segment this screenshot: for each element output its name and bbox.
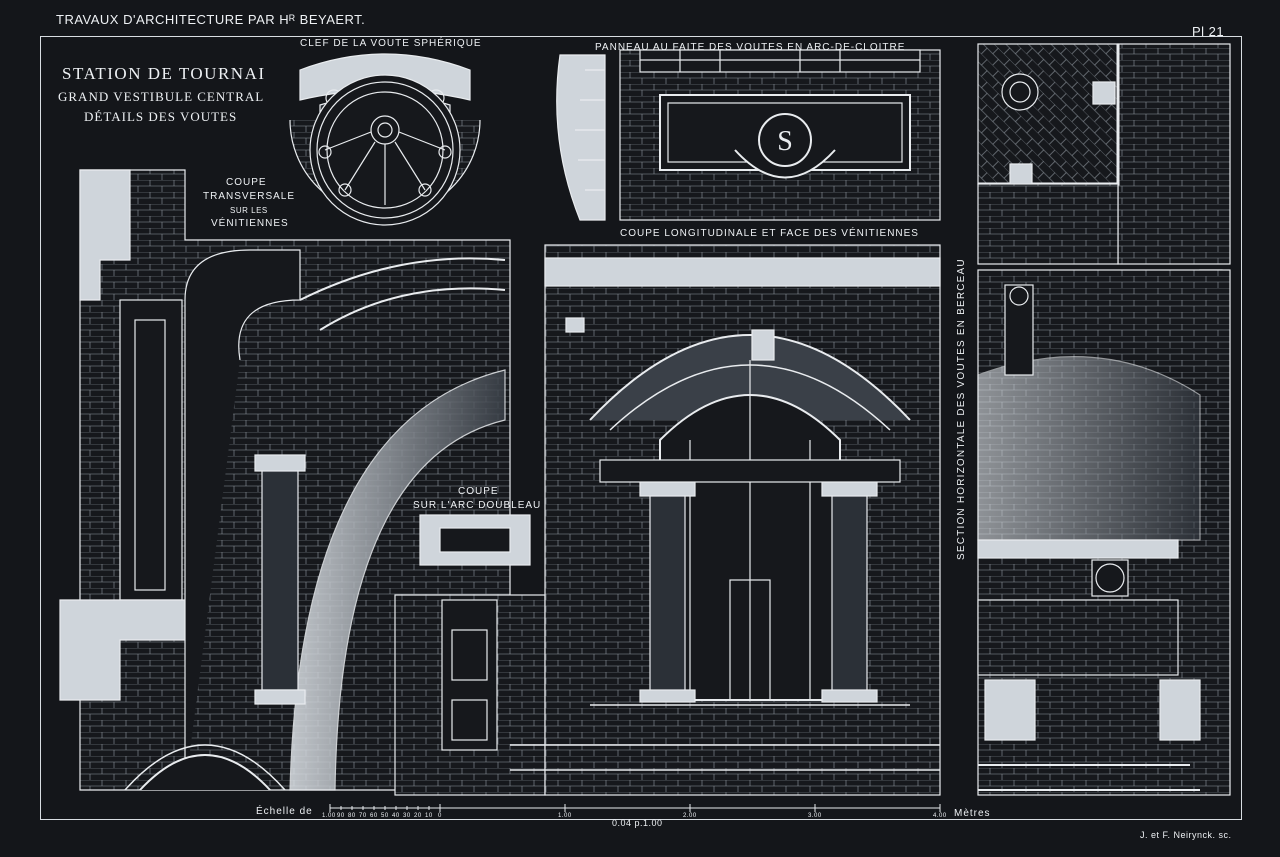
scale-tick-small: 20: [414, 813, 422, 819]
title-line-1: STATION DE TOURNAI: [62, 64, 266, 83]
caption-coupe-transversale-3: SUR LES: [230, 206, 268, 215]
plan-detail: [977, 43, 1231, 293]
caption-coupe-transversale-4: VÉNITIENNES: [211, 218, 289, 229]
scale-tick-small: 80: [348, 813, 356, 819]
horizontal-section: [977, 269, 1231, 796]
scale-tick-small: 10: [425, 813, 433, 819]
plate-frame: [40, 36, 1242, 820]
scale-tick-large: 1.00: [558, 813, 572, 819]
plate-header-title: TRAVAUX D'ARCHITECTURE PAR Hᴿ BEYAERT.: [56, 12, 366, 27]
scale-tick-small: 70: [359, 813, 367, 819]
scale-tick-large: 3.00: [808, 813, 822, 819]
scale-ratio: 0.04 p.1.00: [612, 818, 663, 828]
scale-tick-small: 1.00: [322, 813, 336, 819]
caption-clef: CLEF DE LA VOUTE SPHÉRIQUE: [300, 38, 482, 49]
scale-tick-large: 4.00: [933, 813, 947, 819]
arc-doubleau-section: [419, 514, 531, 566]
longitudinal-section: [510, 244, 941, 796]
caption-coupe-transversale-2: TRANSVERSALE: [203, 191, 296, 202]
crown-panel: S: [619, 49, 941, 221]
keystone-plan: [289, 74, 481, 226]
scale-bar-graphic: [329, 804, 941, 812]
caption-coupe-transversale-1: COUPE: [226, 177, 267, 188]
scale-label-right: Mètres: [954, 808, 991, 819]
caption-panneau: PANNEAU AU FAITE DES VOUTES EN ARC-DE-CL…: [595, 42, 906, 53]
scale-tick-small: 0: [438, 813, 442, 819]
scale-tick-small: 40: [392, 813, 400, 819]
scale-tick-small: 50: [381, 813, 389, 819]
title-line-2: GRAND VESTIBULE CENTRAL: [58, 89, 265, 104]
scale-tick-small: 60: [370, 813, 378, 819]
scale-tick-small: 90: [337, 813, 345, 819]
title-line-3: DÉTAILS DES VOUTES: [84, 109, 238, 124]
caption-coupe-longitudinale: COUPE LONGITUDINALE ET FACE DES VÉNITIEN…: [620, 228, 919, 239]
engraver-credit: J. et F. Neirynck. sc.: [1140, 830, 1232, 840]
scale-tick-large: 2.00: [683, 813, 697, 819]
caption-section-horizontale: SECTION HORIZONTALE DES VOUTES EN BERCEA…: [956, 258, 967, 560]
lower-wall: [394, 594, 546, 796]
plate-number: Pl 21: [1192, 24, 1225, 39]
caption-coupe-arc-1: COUPE: [458, 486, 499, 497]
cloister-arc-section: [556, 54, 606, 221]
scale-tick-small: 30: [403, 813, 411, 819]
monogram-s: S: [777, 126, 793, 157]
caption-coupe-arc-2: SUR L'ARC DOUBLEAU: [413, 500, 542, 511]
scale-label-left: Échelle de: [256, 806, 313, 817]
